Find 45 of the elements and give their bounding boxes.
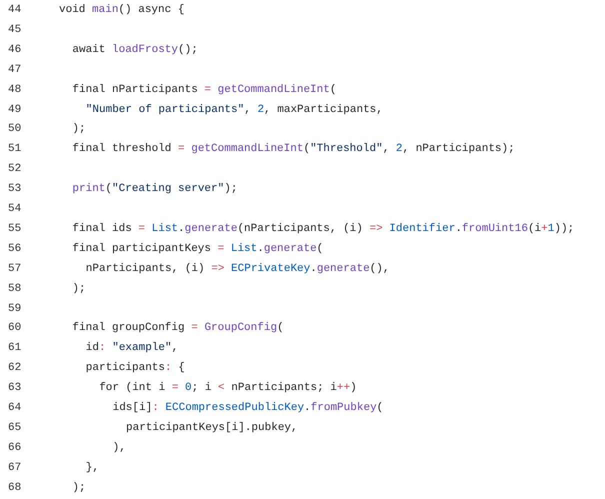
line-number: 46 [8, 42, 22, 58]
line-number: 58 [8, 282, 22, 297]
line-number: 50 [8, 122, 22, 138]
line-number: 47 [8, 62, 22, 78]
code-line: ); [72, 122, 86, 138]
code-line: final participantKeys = List.generate( [72, 242, 324, 257]
code-line: final threshold = getCommandLineInt("Threshold", 2, nParticipants); [72, 142, 515, 158]
code-line: final groupConfig = GroupConfig( [72, 321, 284, 336]
line-number: 49 [8, 102, 22, 118]
line-number: 57 [8, 262, 22, 277]
code-line: final ids = List.generate(nParticipants, (i) => Identifier.fromUint16(i+1)); [72, 222, 574, 237]
line-number: 45 [8, 22, 22, 38]
line-number: 62 [8, 361, 22, 376]
line-number: 60 [8, 321, 22, 336]
line-number: 53 [8, 182, 22, 198]
line-number: 68 [8, 480, 22, 496]
code-line: participantKeys[i].pubkey, [126, 420, 298, 436]
line-number: 55 [8, 222, 22, 237]
line-number: 64 [8, 401, 22, 416]
code-line: }, [86, 460, 99, 476]
line-number: 67 [8, 460, 22, 476]
line-number: 48 [8, 82, 22, 98]
line-number: 66 [8, 440, 22, 456]
line-number: 54 [8, 202, 22, 217]
code-line: for (int i = 0; i < nParticipants; i++) [99, 381, 357, 396]
line-number: 44 [8, 3, 22, 18]
line-number: 61 [8, 341, 22, 356]
code-line: "Number of participants", 2, maxParticipants, [86, 102, 383, 118]
code-line: id: "example", [86, 341, 178, 356]
code-line: final nParticipants = getCommandLineInt( [72, 82, 336, 98]
code-line: ); [72, 282, 86, 297]
line-number: 59 [8, 302, 22, 316]
code-line: ids[i]: ECCompressedPublicKey.fromPubkey( [112, 401, 384, 416]
line-number: 56 [8, 242, 22, 257]
code-line: ); [72, 480, 86, 496]
code-line: participants: { [86, 361, 185, 376]
line-number: 52 [8, 162, 22, 178]
code-line: ), [112, 440, 126, 456]
code-line: print("Creating server"); [72, 182, 238, 198]
code-line: void main() async { [59, 3, 184, 18]
line-number: 51 [8, 142, 22, 158]
line-number: 65 [8, 420, 22, 436]
line-number: 63 [8, 381, 22, 396]
code-line: nParticipants, (i) => ECPrivateKey.generate(), [86, 262, 390, 277]
code-line: await loadFrosty(); [72, 42, 198, 58]
